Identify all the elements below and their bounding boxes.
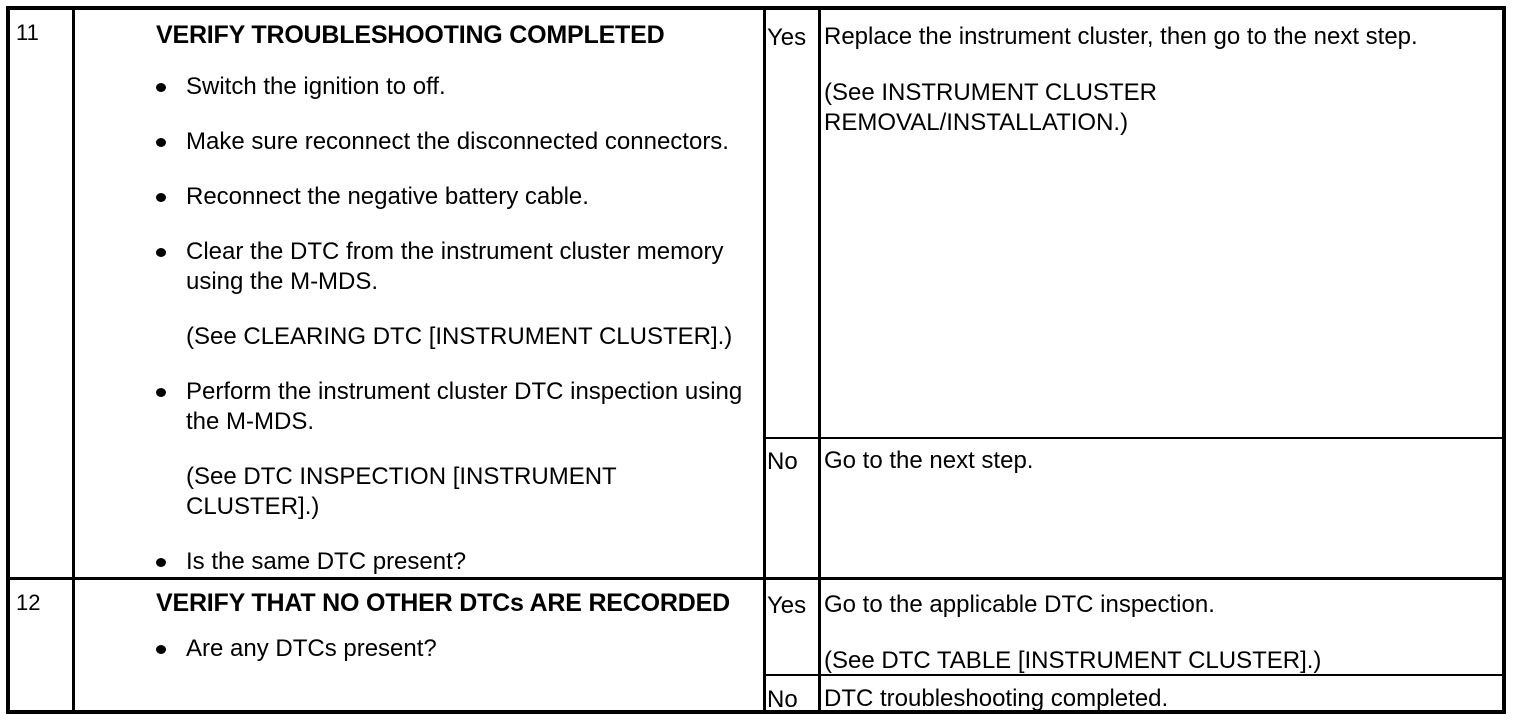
action-text: Go to the applicable DTC inspection. bbox=[824, 591, 1215, 618]
reference-note: (See CLEARING DTC [INSTRUMENT CLUSTER].) bbox=[186, 323, 733, 350]
reference-note: (See DTC INSPECTION [INSTRUMENT CLUSTER]… bbox=[186, 463, 617, 520]
bullet-dot-icon bbox=[156, 83, 166, 92]
spacer bbox=[150, 297, 755, 322]
procedure-heading-12: VERIFY THAT NO OTHER DTCs ARE RECORDED bbox=[156, 589, 730, 617]
action-note-line1: (See INSTRUMENT CLUSTER bbox=[824, 79, 1157, 106]
action-note-line1: (See DTC TABLE [INSTRUMENT CLUSTER].) bbox=[824, 647, 1322, 674]
bullet-dot-icon bbox=[156, 558, 166, 567]
list-item-text: Reconnect the negative battery cable. bbox=[186, 183, 589, 210]
list-item-text: Clear the DTC from the instrument cluste… bbox=[186, 238, 724, 295]
action-cell-11-no: Go to the next step. bbox=[824, 446, 1504, 476]
answer-label-12-no: No bbox=[767, 686, 798, 713]
column-divider-answer bbox=[763, 10, 766, 710]
bullet-dot-icon bbox=[156, 645, 166, 654]
column-divider-step bbox=[72, 10, 75, 710]
procedure-heading-11: VERIFY TROUBLESHOOTING COMPLETED bbox=[156, 21, 665, 49]
row-divider-11-yes-no bbox=[763, 437, 1502, 439]
action-note-line2: REMOVAL/INSTALLATION.) bbox=[824, 109, 1129, 136]
procedure-cell-11: VERIFY TROUBLESHOOTING COMPLETED Switch … bbox=[150, 20, 755, 577]
step-number-12: 12 bbox=[16, 590, 41, 615]
list-item-text: Make sure reconnect the disconnected con… bbox=[186, 128, 729, 155]
spacer bbox=[150, 212, 755, 237]
spacer bbox=[150, 522, 755, 547]
step-number-11: 11 bbox=[16, 20, 39, 45]
action-cell-12-yes: Go to the applicable DTC inspection. (Se… bbox=[824, 590, 1504, 676]
bullet-dot-icon bbox=[156, 138, 166, 147]
list-item-text: Switch the ignition to off. bbox=[186, 73, 446, 100]
list-item: Perform the instrument cluster DTC inspe… bbox=[156, 377, 755, 437]
list-item: Clear the DTC from the instrument cluste… bbox=[156, 237, 755, 297]
answer-label-12-yes: Yes bbox=[767, 592, 807, 619]
column-divider-action bbox=[818, 10, 821, 710]
action-cell-12-no: DTC troubleshooting completed. bbox=[824, 684, 1504, 714]
troubleshooting-table: 11 VERIFY TROUBLESHOOTING COMPLETED Swit… bbox=[6, 6, 1506, 714]
bullet-dot-icon bbox=[156, 388, 166, 397]
spacer bbox=[150, 102, 755, 127]
bullet-dot-icon bbox=[156, 193, 166, 202]
action-text: DTC troubleshooting completed. bbox=[824, 685, 1169, 712]
spacer bbox=[150, 437, 755, 462]
list-item: Switch the ignition to off. bbox=[156, 72, 755, 102]
procedure-bullet-list-12: Are any DTCs present? bbox=[150, 634, 755, 664]
spacer bbox=[150, 50, 755, 72]
procedure-cell-12: VERIFY THAT NO OTHER DTCs ARE RECORDED A… bbox=[150, 588, 755, 664]
bullet-dot-icon bbox=[156, 248, 166, 257]
action-text: Replace the instrument cluster, then go … bbox=[824, 23, 1418, 50]
spacer bbox=[150, 618, 755, 634]
list-item: Make sure reconnect the disconnected con… bbox=[156, 127, 755, 157]
answer-label-11-yes: Yes bbox=[767, 24, 807, 51]
action-cell-11-yes: Replace the instrument cluster, then go … bbox=[824, 22, 1504, 138]
action-text: Go to the next step. bbox=[824, 447, 1034, 474]
list-item-text: Perform the instrument cluster DTC inspe… bbox=[186, 378, 743, 435]
spacer bbox=[150, 157, 755, 182]
list-item: Are any DTCs present? bbox=[156, 634, 755, 664]
list-item: Is the same DTC present? bbox=[156, 547, 755, 577]
procedure-bullet-list-11: Switch the ignition to off. Make sure re… bbox=[150, 72, 755, 577]
list-item-text: Is the same DTC present? bbox=[186, 548, 467, 575]
list-item-text: Are any DTCs present? bbox=[186, 635, 437, 662]
list-item: Reconnect the negative battery cable. bbox=[156, 182, 755, 212]
answer-label-11-no: No bbox=[767, 448, 798, 475]
row-divider-step-11-12 bbox=[10, 577, 1502, 580]
row-divider-12-yes-no bbox=[763, 674, 1502, 676]
spacer bbox=[150, 352, 755, 377]
